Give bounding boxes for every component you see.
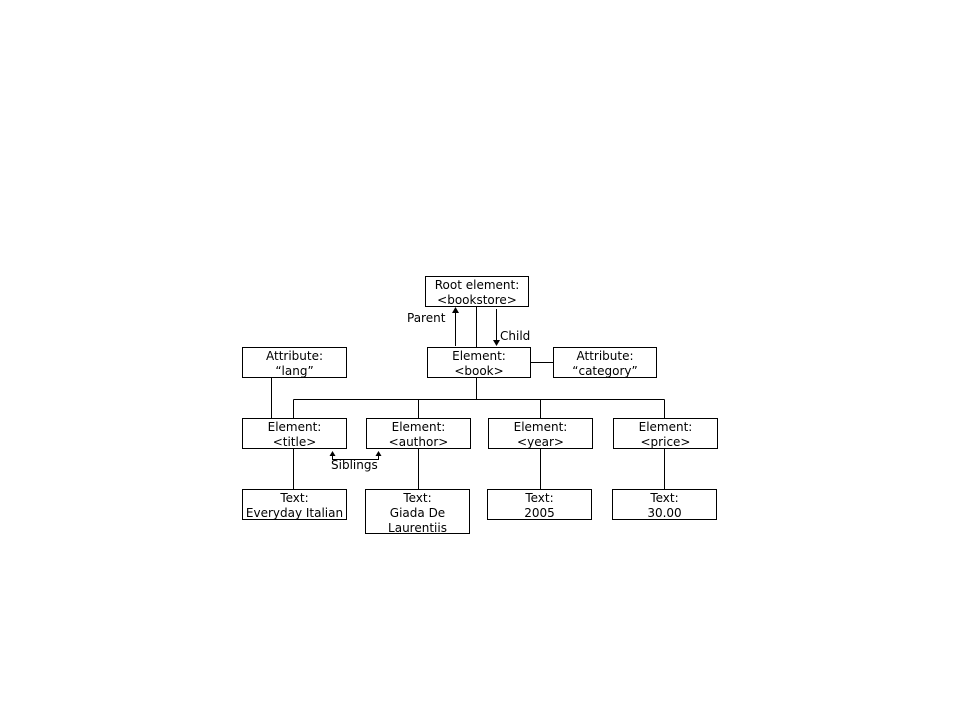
node-value: <year> <box>517 435 564 449</box>
node-label: Element: <box>391 420 446 434</box>
category-attribute-node: Attribute: “category” <box>553 347 657 378</box>
node-value-continued: Laurentiis <box>388 521 447 535</box>
node-value: <author> <box>388 435 449 449</box>
book-element-node: Element: <book> <box>427 347 531 378</box>
year-text-node: Text: 2005 <box>487 489 592 520</box>
node-label: Element: <box>267 420 322 434</box>
root-element-node: Root element: <bookstore> <box>425 276 529 307</box>
siblings-left-arrowhead <box>329 451 336 456</box>
node-value: <bookstore> <box>437 293 517 307</box>
node-label: Attribute: <box>265 349 324 363</box>
parent-arrowhead <box>452 307 459 313</box>
node-label: Element: <box>452 349 506 363</box>
node-label: Text: <box>280 491 309 505</box>
node-value: “lang” <box>275 364 314 378</box>
siblings-right-arrowhead <box>375 451 382 456</box>
node-value: <title> <box>272 435 317 449</box>
node-value: Everyday Italian <box>245 506 344 520</box>
node-value: <price> <box>640 435 691 449</box>
price-text-node: Text: 30.00 <box>612 489 717 520</box>
node-label: Attribute: <box>576 349 634 363</box>
node-label: Text: <box>525 491 554 505</box>
node-value: 30.00 <box>647 506 682 520</box>
child-label: Child <box>500 329 531 343</box>
node-value: Giada De <box>389 506 446 520</box>
node-value: <book> <box>454 364 504 378</box>
author-element-node: Element: <author> <box>366 418 471 449</box>
year-element-node: Element: <year> <box>488 418 593 449</box>
node-label: Element: <box>513 420 568 434</box>
node-value: 2005 <box>524 506 555 520</box>
price-element-node: Element: <price> <box>613 418 718 449</box>
siblings-bracket <box>332 454 379 460</box>
node-label: Text: <box>650 491 679 505</box>
author-text-node: Text: Giada De Laurentiis <box>365 489 470 535</box>
lang-attribute-node: Attribute: “lang” <box>242 347 347 378</box>
node-label: Root element: <box>434 278 520 292</box>
title-text-node: Text: Everyday Italian <box>242 489 347 520</box>
node-value: “category” <box>572 364 638 378</box>
node-label: Text: <box>403 491 432 505</box>
child-arrowhead <box>493 340 500 346</box>
title-element-node: Element: <title> <box>242 418 347 449</box>
siblings-label: Siblings <box>331 458 378 472</box>
parent-label: Parent <box>407 311 446 325</box>
node-label: Element: <box>638 420 693 434</box>
